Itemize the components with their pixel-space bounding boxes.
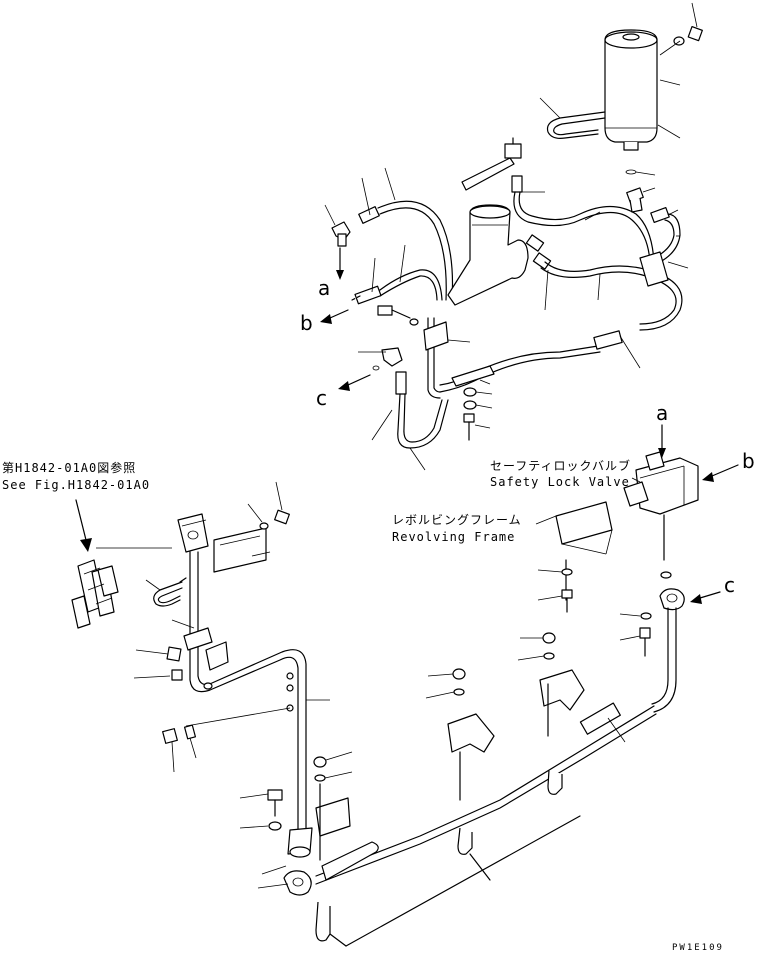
tee-fitting (461, 137, 522, 191)
callout-b-valve: b (702, 449, 755, 482)
left-u-bolt (145, 577, 187, 607)
hose-upper-left (358, 167, 454, 301)
washer-bolt-stack (463, 387, 493, 441)
callout-a-upper: a (318, 247, 361, 301)
callout-label-b-valve: b (742, 449, 755, 473)
hose-right-fitting (650, 206, 681, 263)
left-top-nut-washer (247, 481, 290, 530)
clamp-block (639, 251, 689, 287)
left-bolt-washer-bottom (239, 789, 283, 831)
bracket-middle (425, 668, 495, 801)
left-pipe-clamps (171, 527, 294, 712)
accumulator-nut (659, 2, 703, 56)
pipe-clips (315, 769, 581, 947)
left-bottom-flange (257, 865, 312, 896)
pipe-bracket-center (313, 751, 353, 861)
callout-c-lower: c (690, 573, 735, 604)
valve-label-en: Safety Lock Valve (490, 475, 630, 489)
hose-lower-left (371, 371, 449, 471)
hose-center (511, 175, 655, 263)
drawing-code: PW1E109 (672, 943, 724, 953)
accumulator-leaders (635, 79, 681, 176)
frame-label-en: Revolving Frame (392, 530, 515, 544)
bracket-right (517, 632, 585, 737)
pipe-upper-vertical (423, 317, 471, 399)
callout-a-valve: a (656, 401, 668, 458)
revolving-frame-plate (535, 501, 613, 601)
left-leaders (251, 551, 330, 701)
callout-label-c-lower: c (724, 573, 735, 597)
left-vertical-pipe (177, 513, 313, 858)
callout-label-c: c (316, 386, 327, 410)
frame-label: レボルビングフレーム Revolving Frame (392, 513, 522, 544)
accumulator-strap-hose (539, 97, 606, 139)
hose-middle-left (354, 244, 443, 305)
callout-label-b: b (300, 311, 313, 335)
valve-label-jp: セーフティロックバルブ (490, 458, 631, 473)
callout-label-a-valve: a (656, 401, 668, 425)
safety-lock-valve (623, 451, 699, 579)
elbow-fittings-right (626, 187, 656, 213)
callout-b-upper: b (300, 309, 349, 335)
callout-c-upper: c (316, 374, 371, 410)
swing-motor-pipe (447, 204, 529, 306)
reference-label: 第H1842-01A0図参照 See Fig.H1842-01A0 (2, 460, 150, 492)
right-washer-bolt (619, 612, 652, 657)
pipe-upper-horizontal (439, 330, 641, 393)
frame-label-jp: レボルビングフレーム (392, 513, 522, 527)
callout-label-a: a (318, 276, 330, 300)
accumulator (604, 29, 658, 175)
long-diagonal-pipe (315, 702, 657, 885)
reference-label-jp: 第H1842-01A0図参照 (2, 460, 136, 475)
reference-fittings (71, 499, 172, 629)
valve-label: セーフティロックバルブ Safety Lock Valve (490, 458, 641, 489)
bolt-small-left (377, 305, 419, 326)
frame-washer-bolt (537, 568, 573, 613)
elbow-fitting-c (358, 347, 403, 371)
flange-fitting-c (651, 588, 685, 713)
left-nut-washer-group (133, 646, 291, 773)
elbow-fitting-a (324, 204, 351, 247)
reference-label-en: See Fig.H1842-01A0 (2, 478, 150, 492)
